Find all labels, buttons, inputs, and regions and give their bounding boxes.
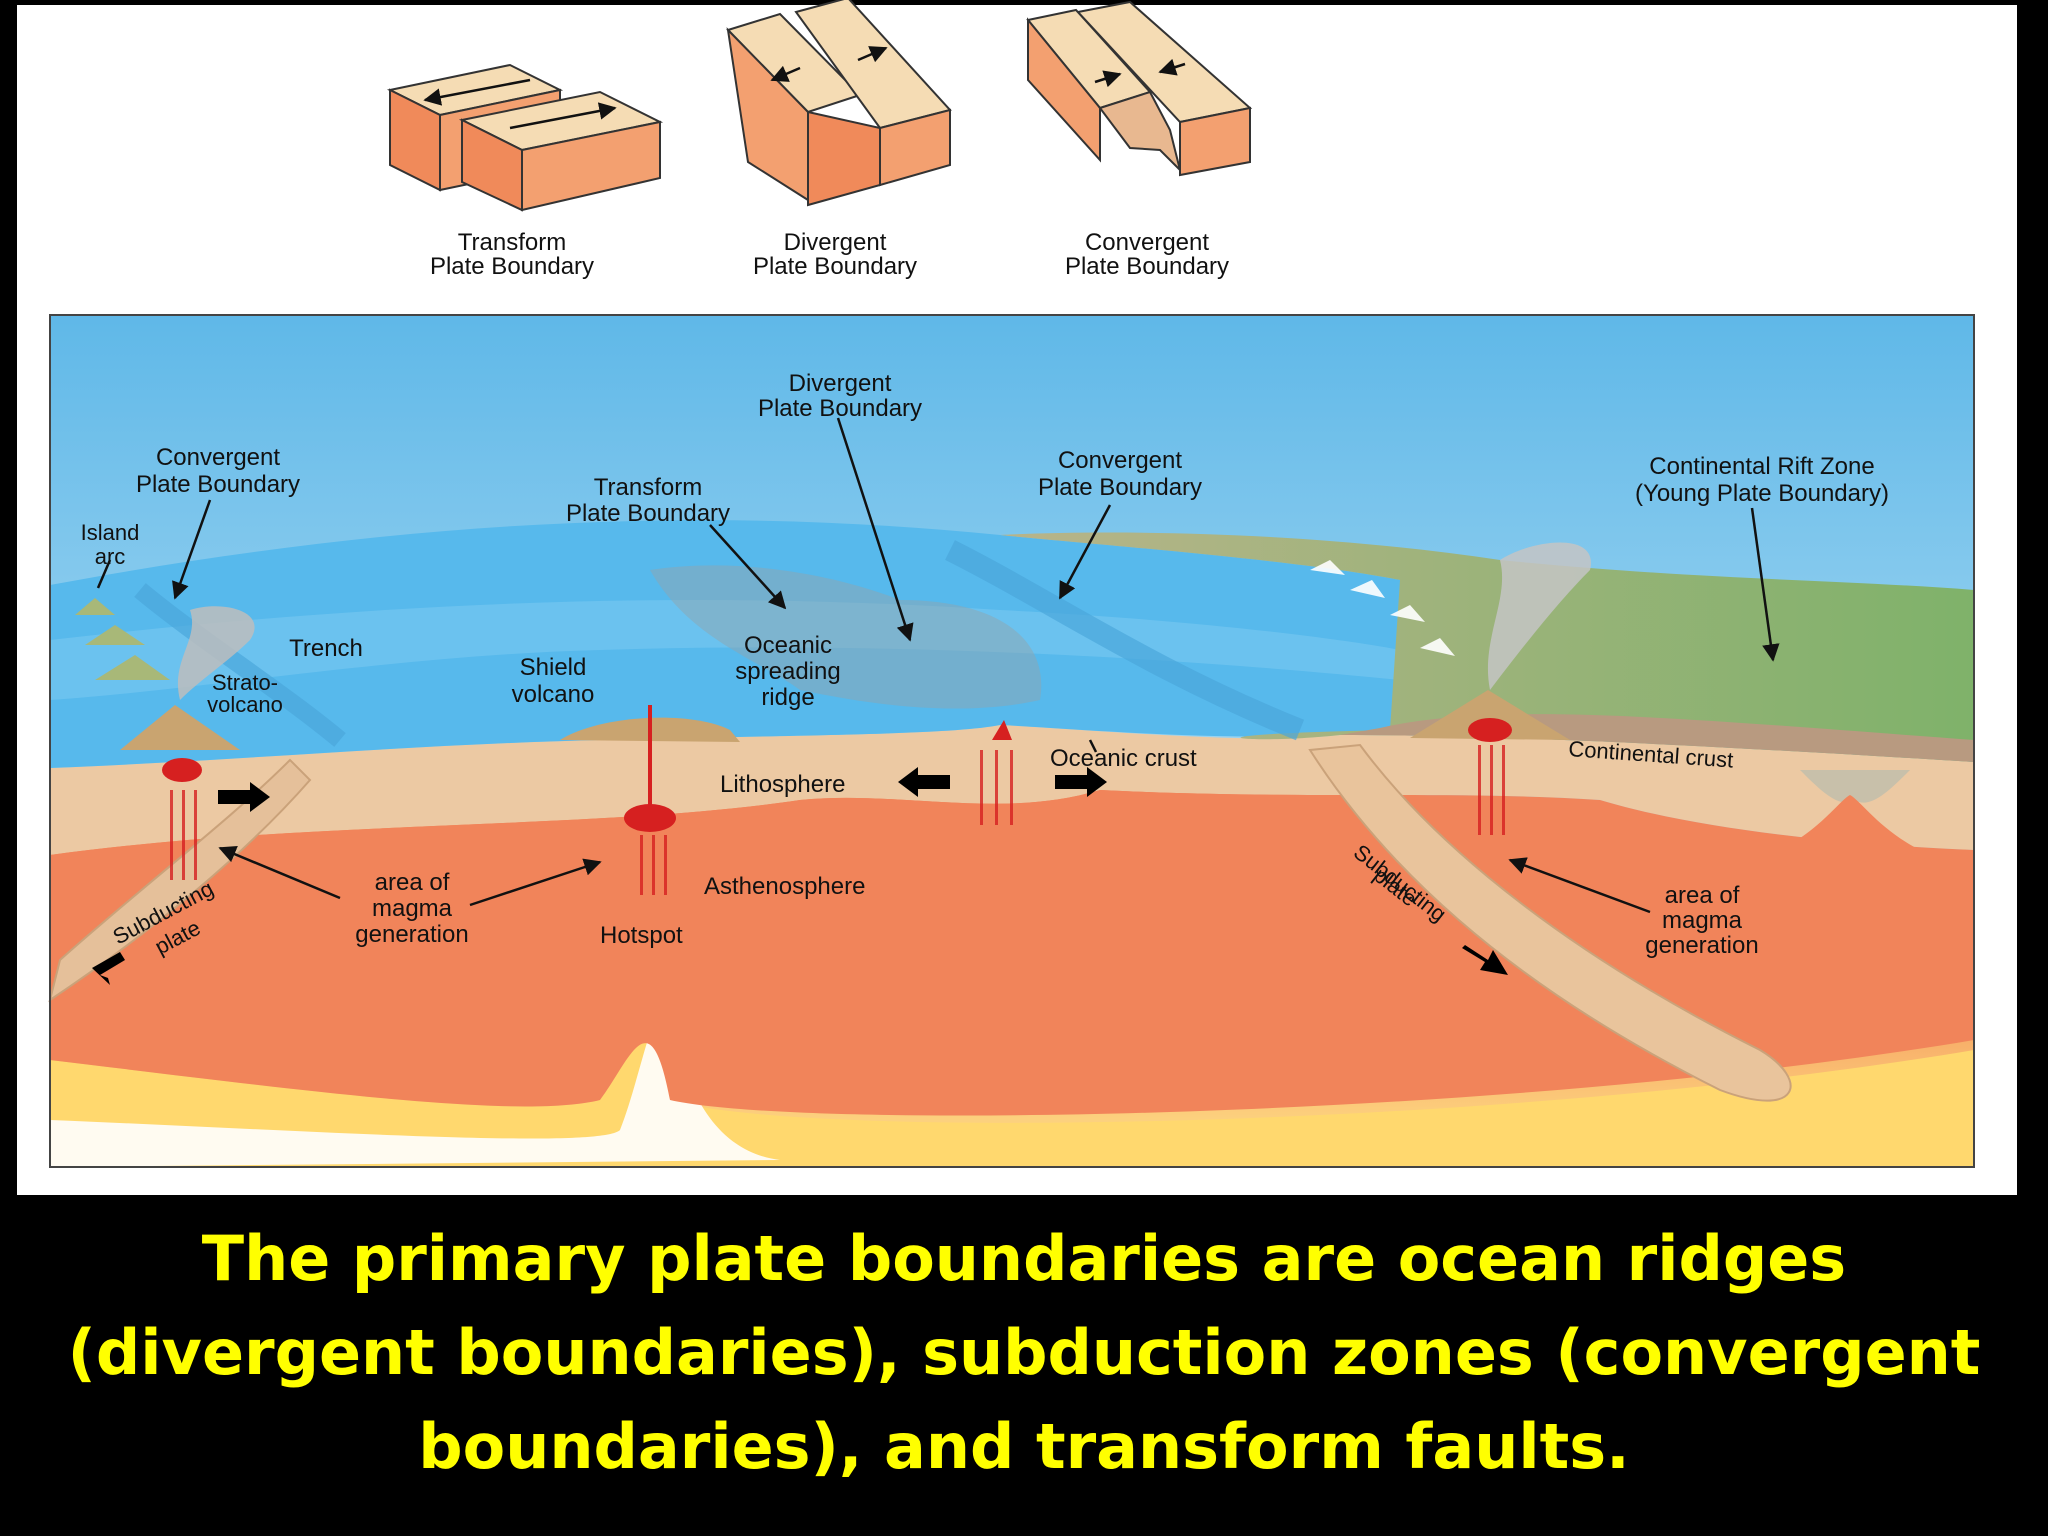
label-divergent-1: Divergent — [789, 370, 892, 397]
label-island-arc-1: Island — [81, 520, 140, 545]
label-strato-2: volcano — [207, 692, 283, 717]
label-lithosphere: Lithosphere — [720, 771, 845, 798]
transform-block-label-2: Plate Boundary — [430, 253, 594, 280]
divergent-block-diagram — [726, 0, 952, 207]
label-magma-right-1: area of — [1665, 882, 1740, 909]
label-magma-right-2: magma — [1662, 907, 1743, 934]
label-shield-1: Shield — [520, 654, 587, 681]
cross-section — [48, 315, 1974, 1167]
label-hotspot: Hotspot — [600, 922, 683, 949]
label-oceanic-crust: Oceanic crust — [1050, 745, 1197, 772]
label-divergent-2: Plate Boundary — [758, 395, 922, 422]
strato-volcano-right — [1410, 690, 1570, 740]
continent — [1000, 532, 1974, 762]
label-island-arc-2: arc — [95, 544, 126, 569]
label-strato-1: Strato- — [212, 670, 278, 695]
label-rift-1: Continental Rift Zone — [1649, 453, 1874, 480]
rift-magma-plume — [1780, 795, 1920, 850]
label-rift-2: (Young Plate Boundary) — [1635, 480, 1889, 507]
label-trench: Trench — [289, 635, 363, 662]
convergent-block-label-2: Plate Boundary — [1065, 253, 1229, 280]
label-convergent-mid-1: Convergent — [1058, 447, 1182, 474]
island-arc — [75, 598, 170, 680]
convergent-block-diagram — [1026, 0, 1253, 177]
divergent-block-label-1: Divergent — [784, 229, 887, 256]
asthenosphere-region — [50, 790, 1974, 1116]
label-shield-2: volcano — [512, 681, 595, 708]
magma-left — [162, 718, 1512, 832]
pointer-arrows — [96, 417, 1780, 914]
transform-block-diagram — [386, 63, 664, 212]
label-magma-left-1: area of — [375, 869, 450, 896]
label-magma-right-3: generation — [1645, 932, 1758, 959]
label-asthenosphere: Asthenosphere — [704, 873, 865, 900]
label-ridge-1: Oceanic — [744, 632, 832, 659]
strato-volcano-left — [120, 705, 240, 750]
label-convergent-left-2: Plate Boundary — [136, 471, 300, 498]
divergent-block-label-2: Plate Boundary — [753, 253, 917, 280]
continental-rift-zone — [1800, 770, 1910, 803]
transform-block-label-1: Transform — [458, 229, 566, 256]
convergent-block-label-1: Convergent — [1085, 229, 1209, 256]
label-convergent-left-1: Convergent — [156, 444, 280, 471]
label-magma-left-3: generation — [355, 921, 468, 948]
label-magma-left-2: magma — [372, 895, 453, 922]
subducting-plate-right — [1308, 743, 1792, 1102]
label-convergent-mid-2: Plate Boundary — [1038, 474, 1202, 501]
slide-caption: The primary plate boundaries are ocean r… — [67, 1222, 1981, 1483]
label-ridge-3: ridge — [761, 684, 814, 711]
label-transform-2: Plate Boundary — [566, 500, 730, 527]
label-transform-1: Transform — [594, 474, 702, 501]
label-ridge-2: spreading — [735, 658, 840, 685]
